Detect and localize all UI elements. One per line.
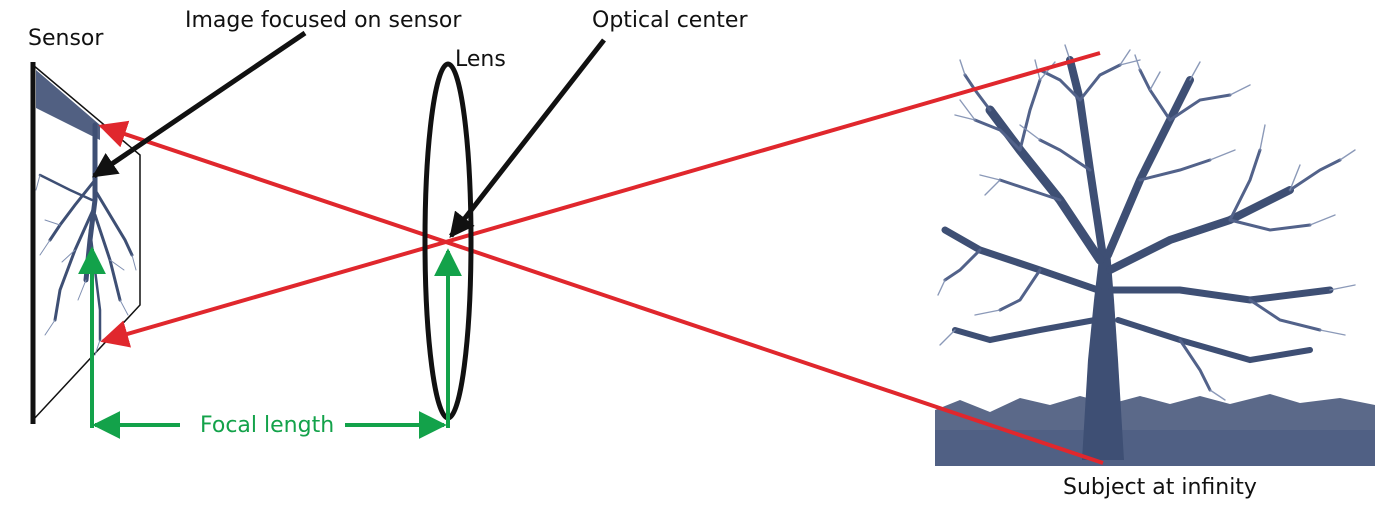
- focal-length-markers: [78, 246, 462, 439]
- light-rays: [98, 51, 1104, 465]
- tree-silhouette-icon: [935, 44, 1375, 466]
- ray-bottom-to-top: [100, 51, 1101, 348]
- image-focused-label: Image focused on sensor: [185, 8, 462, 33]
- image-focused-pointer: [91, 30, 307, 179]
- ray-top-to-bottom: [98, 120, 1104, 465]
- focal-length-label: Focal length: [200, 413, 334, 438]
- optical-center-pointer: [449, 38, 606, 238]
- subject-label: Subject at infinity: [1063, 475, 1257, 500]
- lens-label: Lens: [455, 47, 506, 72]
- sensor-label: Sensor: [28, 26, 104, 51]
- optical-center-label: Optical center: [592, 8, 748, 33]
